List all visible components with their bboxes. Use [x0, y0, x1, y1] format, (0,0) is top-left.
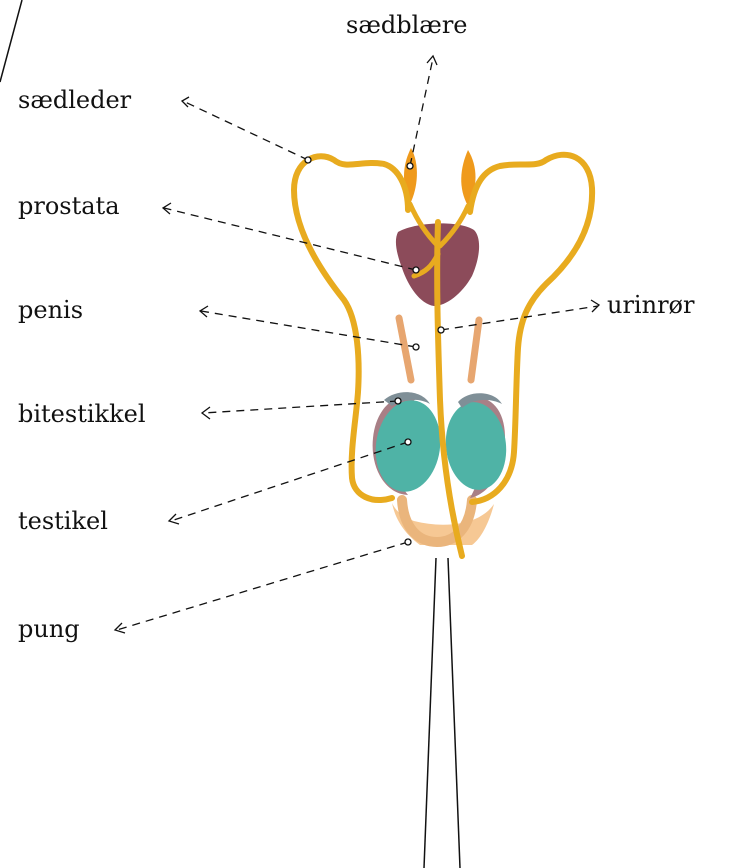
label-penis: penis [18, 296, 83, 324]
leader-testicle [171, 442, 408, 521]
anchor-dot-epididymis [395, 398, 401, 404]
leader-penis [201, 311, 416, 347]
label-seminal-vesicle: sædblære [346, 11, 468, 39]
leader-scrotum [117, 542, 408, 630]
anatomy-illustration [294, 148, 592, 556]
leader-seminal-vesicle [410, 58, 433, 166]
label-urethra: urinrør [607, 291, 695, 319]
anchor-dot-testicle [405, 439, 411, 445]
penis-tube-right [471, 320, 479, 380]
anchor-dot-seminal-vesicle [407, 163, 413, 169]
stand-line-right [448, 558, 460, 868]
label-prostate: prostata [18, 192, 120, 220]
testicle-left [370, 396, 446, 496]
anchor-dot-vas-deferens [305, 157, 311, 163]
label-scrotum: pung [18, 615, 80, 643]
anchor-dot-urethra [438, 327, 444, 333]
corner-guide-line [0, 0, 22, 82]
anchor-dot-scrotum [405, 539, 411, 545]
testicle-right [442, 399, 511, 493]
leader-vas-deferens [183, 101, 308, 160]
leader-epididymis [203, 401, 398, 413]
penis-tube-left [399, 318, 411, 380]
stand-line-left [424, 558, 436, 868]
arrowhead-vas-deferens [182, 97, 189, 107]
label-vas-deferens: sædleder [18, 86, 132, 114]
anchor-dot-penis [413, 344, 419, 350]
anchor-dot-prostate [413, 267, 419, 273]
label-epididymis: bitestikkel [18, 400, 146, 428]
leader-prostate [164, 208, 416, 270]
label-testicle: testikel [18, 507, 108, 535]
